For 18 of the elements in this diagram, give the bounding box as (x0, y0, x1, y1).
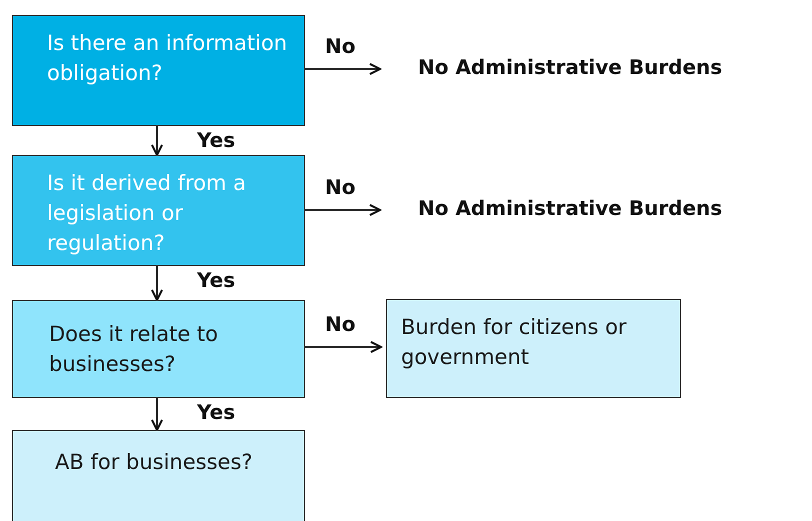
box-text: Is it derived from a legislation or regulation? (47, 170, 248, 257)
arrow (150, 126, 164, 156)
outcome-text: No Administrative Burdens (418, 54, 722, 81)
process-box (12, 155, 305, 266)
process-box (12, 15, 305, 126)
arrow (305, 62, 381, 76)
arrow (150, 398, 164, 431)
outcome-text: No Administrative Burdens (418, 195, 722, 222)
box-text: Is there an information obligation? (47, 30, 288, 87)
box-text: Burden for citizens or government (401, 314, 628, 371)
process-box (12, 430, 305, 521)
box-text: Does it relate to businesses? (49, 321, 220, 378)
arrow (150, 266, 164, 301)
box-text: AB for businesses? (55, 449, 253, 476)
process-box (386, 299, 681, 398)
arrow (305, 340, 382, 354)
process-box (12, 300, 305, 398)
arrow (305, 204, 381, 216)
